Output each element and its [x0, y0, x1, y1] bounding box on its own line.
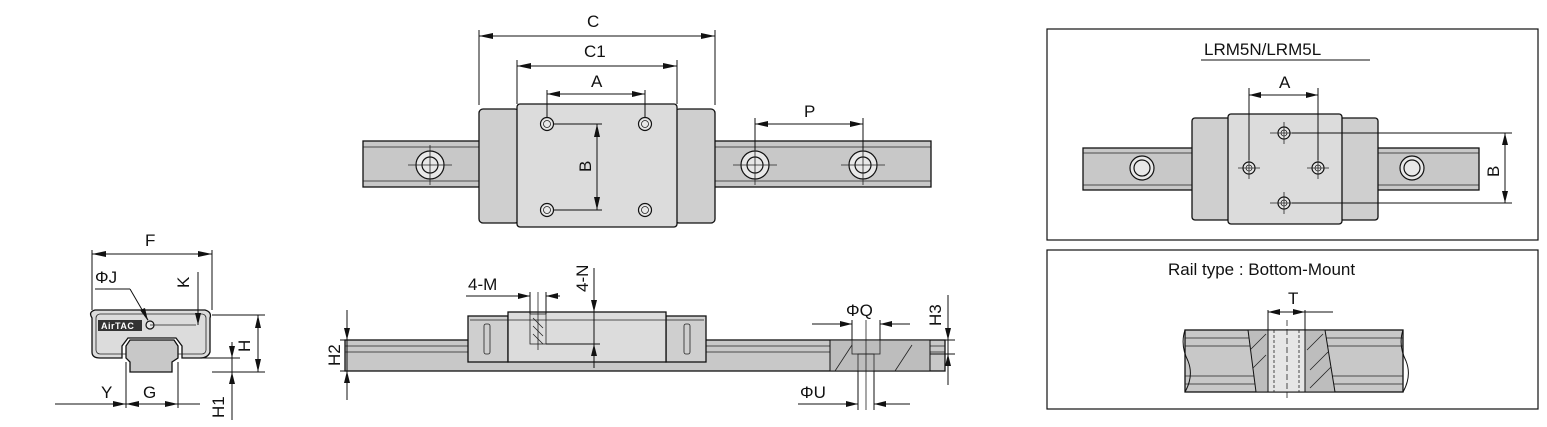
brand-logo-text: AirTAC [101, 321, 134, 331]
inset-rail-title: Rail type : Bottom-Mount [1168, 260, 1355, 279]
dim-H2-label: H2 [325, 344, 344, 366]
dim-P-label: P [804, 102, 815, 121]
logo-plate [98, 320, 142, 331]
dim-4N-label: 4-N [573, 265, 592, 292]
dim-B-label: B [576, 161, 595, 172]
dim-PhiJ-label: ΦJ [95, 268, 117, 287]
inset-rail-type: Rail type : Bottom-Mount T [1046, 249, 1539, 410]
dim-C1-label: C1 [584, 42, 606, 61]
dim-Y-label: Y [101, 383, 112, 402]
block-mounting-holes [539, 116, 653, 218]
dim-A-label: A [591, 72, 603, 91]
dim-PhiU-label: ΦU [800, 383, 826, 402]
dim-C-label: C [587, 12, 599, 31]
end-view-rail [125, 339, 179, 373]
end-seal-left [478, 108, 520, 224]
side-end-seal-left [467, 315, 509, 363]
inset-lrm5-block [1227, 113, 1343, 225]
dim-G-label: G [143, 383, 156, 402]
dim-H-label: H [235, 340, 254, 352]
inset-lrm5-title: LRM5N/LRM5L [1204, 40, 1321, 59]
dim-H1-label: H1 [209, 396, 228, 418]
end-seal-right [674, 108, 716, 224]
inset-lrm5: LRM5N/LRM5L A B [1046, 28, 1539, 241]
inset-dim-B-label: B [1484, 166, 1503, 177]
dim-K-label: K [174, 276, 193, 288]
dim-PhiQ-label: ΦQ [846, 301, 873, 320]
side-end-seal-right [665, 315, 707, 363]
end-view: AirTAC F ΦJ K H H1 [55, 231, 265, 420]
dim-4M-label: 4-M [468, 275, 497, 294]
side-carriage [507, 311, 667, 363]
dim-F-label: F [145, 231, 155, 250]
rail-mounting-holes [408, 145, 885, 185]
inset-dim-T-label: T [1288, 289, 1298, 308]
inset-dim-A-label: A [1279, 73, 1291, 92]
side-view: 4-M 4-N H2 H3 ΦQ ΦU [325, 265, 955, 410]
top-view: C C1 A B P [362, 12, 932, 228]
dim-H3-label: H3 [926, 304, 945, 326]
